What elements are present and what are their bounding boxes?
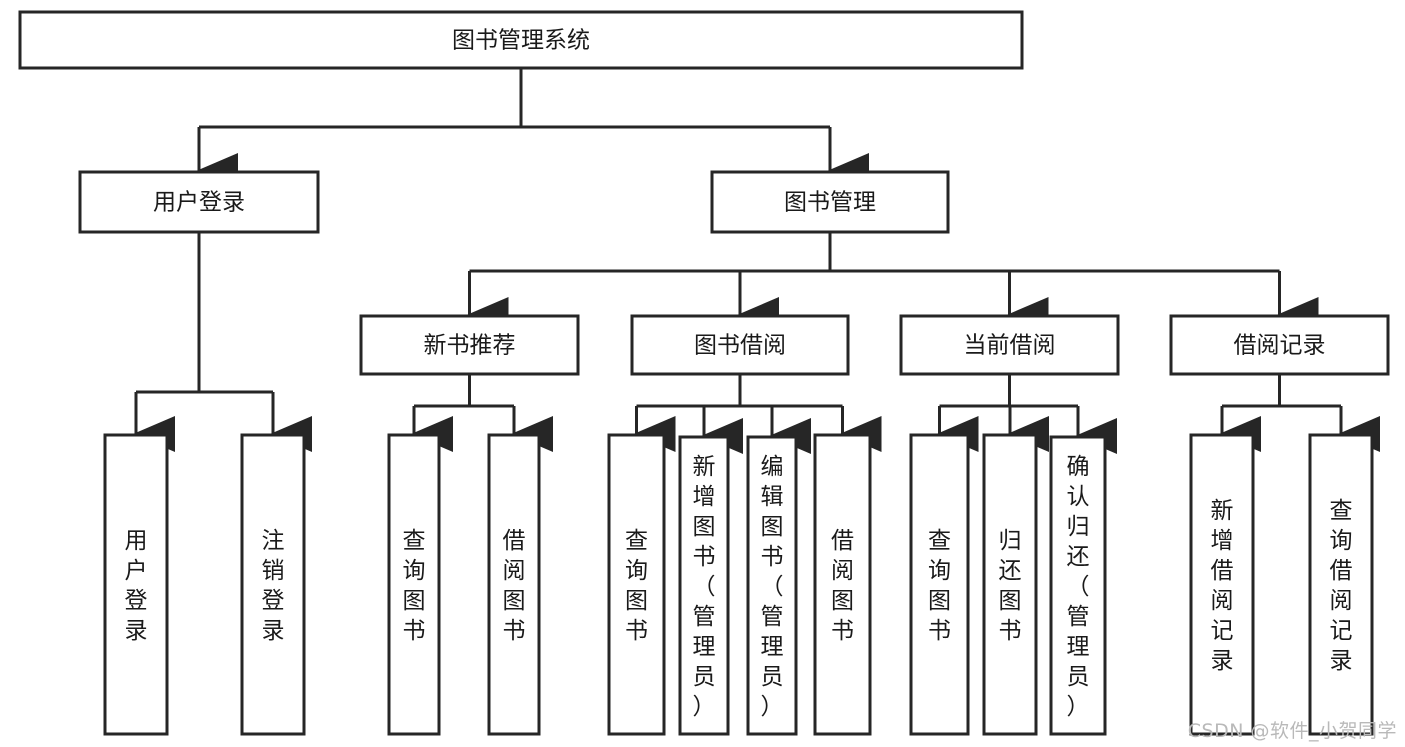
node-boxes: 图书管理系统用户登录图书管理新书推荐图书借阅当前借阅借阅记录用户登录注销登录查询… (18, 10, 1390, 736)
node-leaf-user-login-rect (103, 433, 169, 736)
node-leaf-user-login-label: 用户登录 (125, 528, 148, 644)
node-root-root-rect (18, 10, 1024, 70)
node-leaf-query-record[interactable]: 查询借阅记录 (1308, 433, 1374, 736)
node-leaf-add-book[interactable]: 新增图书（管理员） (678, 435, 730, 736)
node-leaf-query-book-3-label: 查询图书 (928, 528, 951, 644)
node-leaf-edit-book-label: 编辑图书（管理员） (761, 454, 784, 720)
node-borrow-record-rect (1169, 314, 1390, 376)
node-leaf-user-login[interactable]: 用户登录 (103, 433, 169, 736)
node-leaf-add-book-label: 新增图书（管理员） (693, 454, 716, 720)
node-leaf-query-book-3[interactable]: 查询图书 (909, 433, 970, 736)
node-borrow-record-label: 借阅记录 (1234, 333, 1326, 359)
node-book-manage[interactable]: 图书管理 (710, 170, 950, 234)
node-leaf-query-book-2-label: 查询图书 (625, 528, 648, 644)
node-leaf-add-book-rect (678, 435, 730, 736)
node-leaf-query-book-3-rect (909, 433, 970, 736)
node-leaf-add-record-rect (1189, 433, 1255, 736)
node-borrow-record[interactable]: 借阅记录 (1169, 314, 1390, 376)
node-leaf-confirm-return[interactable]: 确认归还（管理员） (1049, 435, 1107, 736)
node-leaf-logout-rect (240, 433, 306, 736)
node-leaf-query-book-1-rect (387, 433, 441, 736)
node-book-manage-label: 图书管理 (784, 190, 876, 216)
node-leaf-confirm-return-rect (1049, 435, 1107, 736)
node-leaf-borrow-book-1-rect (487, 433, 541, 736)
node-leaf-edit-book-rect (746, 435, 798, 736)
node-leaf-borrow-book-1-label: 借阅图书 (503, 528, 526, 644)
node-leaf-query-book-1-label: 查询图书 (403, 528, 426, 644)
node-leaf-return-book-label: 归还图书 (999, 528, 1022, 644)
node-leaf-query-record-label: 查询借阅记录 (1330, 498, 1353, 674)
node-new-book-rec[interactable]: 新书推荐 (359, 314, 580, 376)
node-leaf-logout[interactable]: 注销登录 (240, 433, 306, 736)
node-new-book-rec-rect (359, 314, 580, 376)
node-leaf-return-book-rect (982, 433, 1038, 736)
node-current-borrow-rect (899, 314, 1120, 376)
node-book-borrow[interactable]: 图书借阅 (630, 314, 850, 376)
node-leaf-logout-label: 注销登录 (262, 528, 285, 644)
node-leaf-add-record-label: 新增借阅记录 (1211, 498, 1234, 674)
node-leaf-return-book[interactable]: 归还图书 (982, 433, 1038, 736)
node-current-borrow[interactable]: 当前借阅 (899, 314, 1120, 376)
node-leaf-query-book-1[interactable]: 查询图书 (387, 433, 441, 736)
node-leaf-borrow-book-2[interactable]: 借阅图书 (813, 433, 872, 736)
node-leaf-borrow-book-2-rect (813, 433, 872, 736)
node-new-book-rec-label: 新书推荐 (424, 333, 516, 359)
node-leaf-query-book-2[interactable]: 查询图书 (607, 433, 666, 736)
node-current-borrow-label: 当前借阅 (964, 333, 1056, 359)
node-root-root[interactable]: 图书管理系统 (18, 10, 1024, 70)
connector-lines (133, 68, 1380, 454)
node-leaf-query-book-2-rect (607, 433, 666, 736)
node-user-login-rect (78, 170, 320, 234)
node-leaf-query-record-rect (1308, 433, 1374, 736)
node-user-login[interactable]: 用户登录 (78, 170, 320, 234)
node-leaf-borrow-book-1[interactable]: 借阅图书 (487, 433, 541, 736)
node-book-borrow-rect (630, 314, 850, 376)
node-book-manage-rect (710, 170, 950, 234)
node-leaf-confirm-return-label: 确认归还（管理员） (1067, 454, 1090, 720)
node-leaf-edit-book[interactable]: 编辑图书（管理员） (746, 435, 798, 736)
node-user-login-label: 用户登录 (153, 190, 245, 216)
node-leaf-borrow-book-2-label: 借阅图书 (831, 528, 854, 644)
node-book-borrow-label: 图书借阅 (694, 333, 786, 359)
watermark-text: CSDN @软件_小贺同学 (1187, 720, 1397, 742)
node-root-root-label: 图书管理系统 (452, 28, 590, 54)
node-leaf-add-record[interactable]: 新增借阅记录 (1189, 433, 1255, 736)
